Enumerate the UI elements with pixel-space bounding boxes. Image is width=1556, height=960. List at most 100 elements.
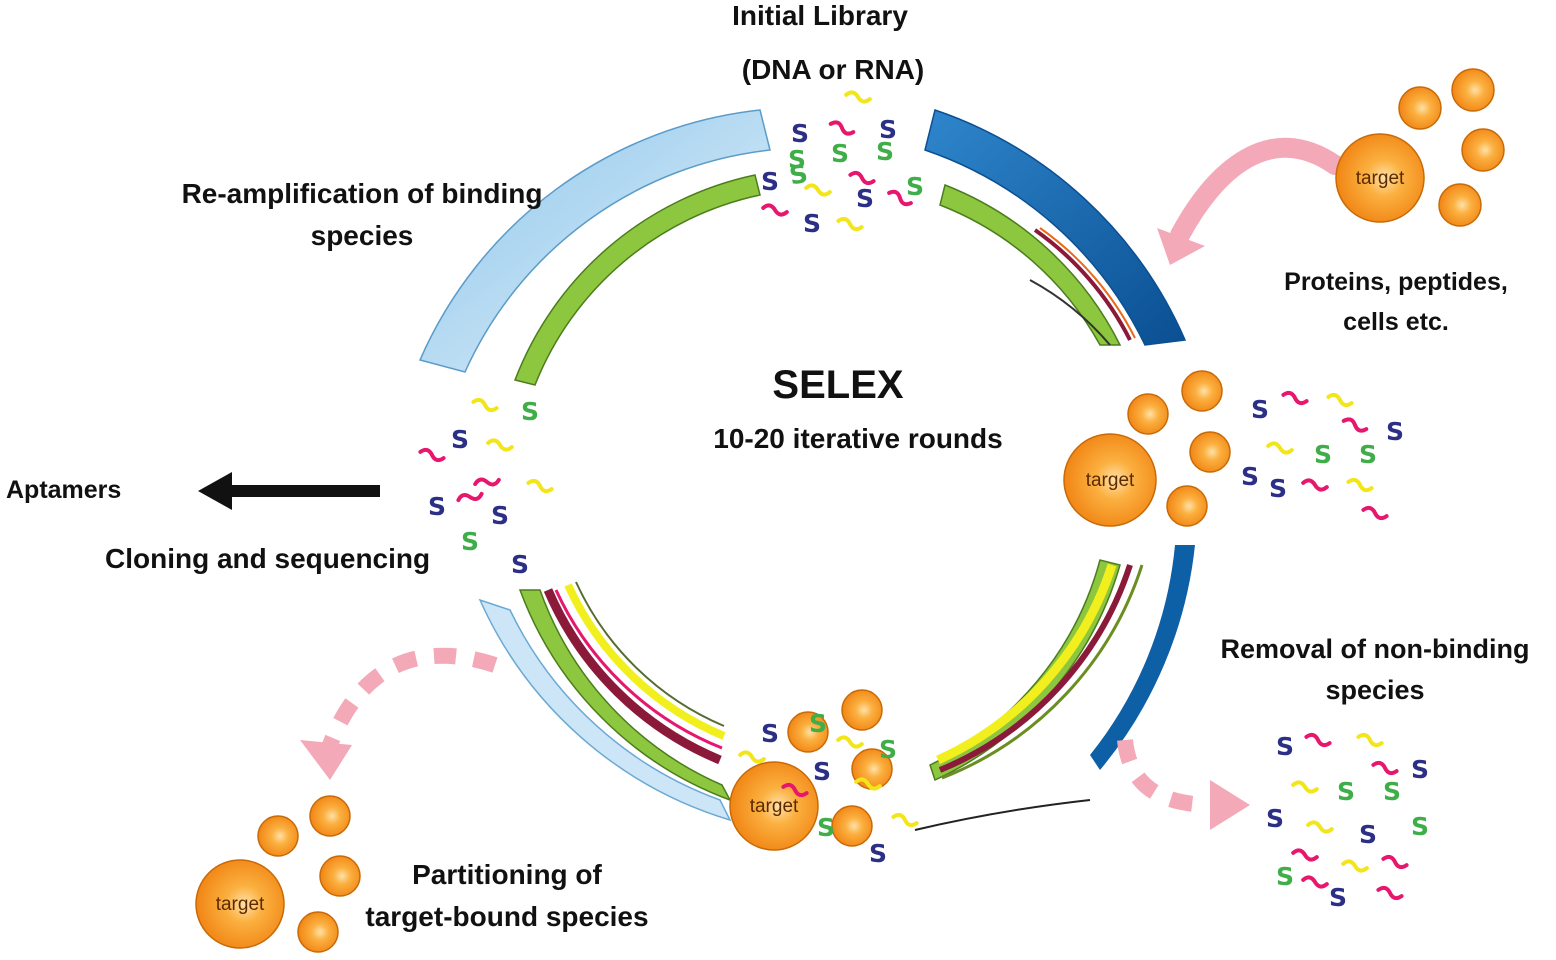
- aptamer-strand-glyph: S: [761, 167, 779, 196]
- partition-band-outer: [478, 598, 732, 822]
- partitioning-label-line1: Partitioning of: [412, 859, 602, 890]
- small-bead: [841, 689, 883, 731]
- target-incubation-band: [924, 109, 1187, 346]
- target-bead: [1063, 433, 1157, 527]
- aptamer-strand-glyph: S: [428, 492, 446, 521]
- small-bead: [1451, 68, 1495, 112]
- target-label: target: [1086, 470, 1135, 491]
- target-label: target: [1356, 168, 1405, 189]
- aptamer-strand-glyph: S: [831, 139, 849, 168]
- oligo-strand: [456, 491, 484, 503]
- green-band-upper-left: [513, 174, 761, 386]
- aptamer-strand-glyph: S: [803, 209, 821, 238]
- aptamer-strand-glyph: S: [491, 501, 509, 530]
- aptamer-strand-glyph: S: [1269, 474, 1287, 503]
- aptamer-strand-glyph: S: [511, 550, 529, 579]
- aptamer-strand-glyph: S: [451, 425, 469, 454]
- aptamer-strand-glyph: S: [1314, 440, 1332, 469]
- oligo-strand: [1291, 780, 1319, 794]
- aptamer-strand-glyph: S: [787, 159, 810, 191]
- aptamer-strand-glyph: S: [1359, 440, 1377, 469]
- small-bead: [1166, 485, 1208, 527]
- small-bead: [1438, 183, 1482, 227]
- oligo-strand: [738, 750, 766, 764]
- aptamer-strand-glyph: S: [1266, 804, 1284, 833]
- small-bead: [1181, 370, 1223, 412]
- aptamer-strand-glyph: S: [869, 839, 887, 868]
- partitioning-label-line2: target-bound species: [365, 901, 648, 932]
- yellow-strand-lower-left: [564, 583, 726, 740]
- library-label-line2: (DNA or RNA): [742, 54, 925, 85]
- oligo-strand: [848, 170, 876, 186]
- small-bead: [1461, 128, 1505, 172]
- target-input-arrowhead: [1157, 228, 1205, 265]
- small-bead: [309, 795, 351, 837]
- aptamer-strand-glyph: S: [906, 172, 924, 201]
- oligo-strand: [854, 777, 882, 791]
- small-bead: [787, 711, 829, 753]
- small-bead: [257, 815, 299, 857]
- oligo-strand: [1266, 441, 1294, 455]
- aptamer-strand-glyph: S: [1383, 777, 1401, 806]
- oligo-strand: [804, 183, 832, 197]
- selex-subtitle: 10-20 iterative rounds: [713, 423, 1002, 454]
- aptamer-strand-glyph: S: [1386, 417, 1404, 446]
- removal-arrowhead: [1210, 780, 1250, 830]
- small-bead: [297, 911, 339, 953]
- oligo-strand: [891, 812, 919, 828]
- oligo-strand: [1301, 875, 1329, 889]
- reamplification-label-line1: Re-amplification of binding: [182, 178, 543, 209]
- small-bead: [1189, 431, 1231, 473]
- small-bead: [831, 805, 873, 847]
- aptamer-strand-glyph: S: [1276, 862, 1294, 891]
- target-label: target: [750, 796, 799, 817]
- oligo-strand: [828, 120, 856, 136]
- aptamer-strand-glyph: S: [879, 735, 897, 764]
- oligo-strand: [844, 90, 872, 104]
- cloning-label: Cloning and sequencing: [105, 543, 430, 574]
- aptamer-strand-glyph: S: [788, 145, 806, 174]
- aptamer-strand-glyph: S: [521, 397, 539, 426]
- oligo-strand: [1346, 477, 1374, 493]
- selex-title: SELEX: [772, 363, 903, 407]
- aptamer-strand-glyph: S: [813, 757, 831, 786]
- oligo-strand: [1301, 478, 1329, 492]
- oligo-strand: [1291, 848, 1319, 862]
- aptamer-strand-glyph: S: [817, 813, 835, 842]
- removal-arrow: [1117, 738, 1216, 813]
- small-bead: [1127, 393, 1169, 435]
- aptamer-strand-glyph: S: [856, 184, 874, 213]
- removal-label-line1: Removal of non-binding: [1221, 634, 1530, 664]
- oligo-strand: [471, 397, 499, 413]
- green-band-upper-right: [939, 183, 1122, 346]
- aptamer-strand-glyph: S: [1251, 395, 1269, 424]
- flow-arrows: [300, 137, 1345, 830]
- oligo-strand: [473, 477, 501, 487]
- aptamer-strand-glyph: S: [1411, 755, 1429, 784]
- oligo-strand: [1341, 417, 1369, 433]
- oligo-strand: [887, 189, 913, 207]
- oligo-strand: [781, 782, 809, 798]
- removal-label-line2: species: [1325, 675, 1424, 705]
- aptamer-strand-glyph: S: [791, 119, 809, 148]
- oligo-strand: [1371, 760, 1399, 776]
- partition-arrowhead: [300, 740, 352, 780]
- small-bead: [319, 855, 361, 897]
- oligo-strand: [1326, 392, 1354, 408]
- aptamers-arrow: [198, 472, 380, 510]
- library-label-line1: Initial Library: [732, 0, 908, 31]
- oligo-strand: [836, 735, 864, 749]
- reamplification-label-line2: species: [311, 220, 414, 251]
- aptamer-strand-glyph: S: [1359, 820, 1377, 849]
- removal-band: [1090, 545, 1195, 770]
- aptamer-strand-glyph: S: [1329, 883, 1347, 912]
- target-label: target: [216, 894, 265, 915]
- reamplification-band: [418, 109, 771, 373]
- aptamer-strand-glyph: S: [1241, 462, 1259, 491]
- oligo-strand: [1356, 732, 1384, 748]
- oligo-strand: [1304, 732, 1332, 748]
- oligo-strand: [761, 203, 789, 217]
- targets-label-line1: Proteins, peptides,: [1284, 268, 1508, 296]
- target-bead: [1335, 133, 1425, 223]
